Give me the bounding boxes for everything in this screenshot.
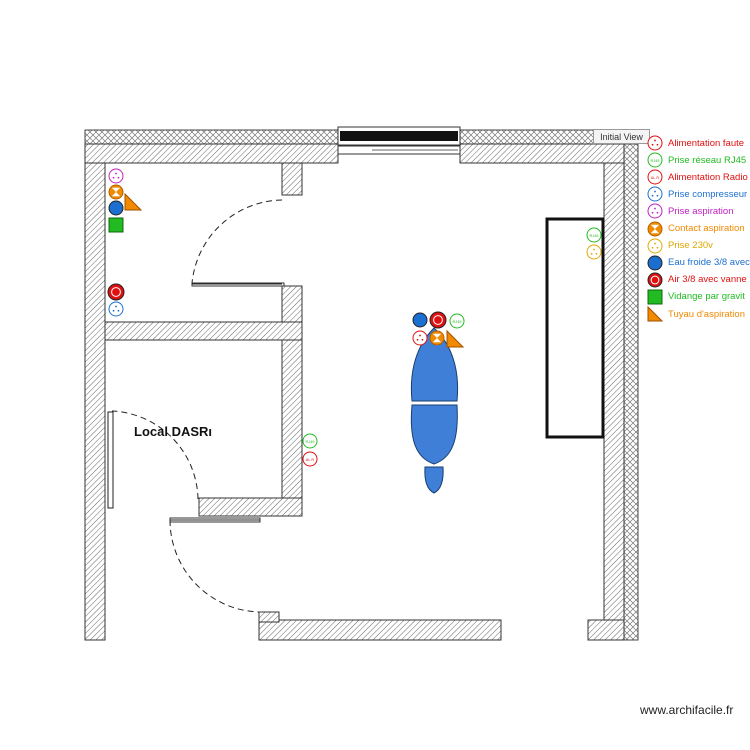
rj45-symbol: RJ45 [449,313,465,329]
rj45-symbol: RJ45 [302,433,318,449]
air-valve-icon [647,272,663,288]
contact-symbol [429,330,445,346]
cold-water-symbol [412,312,428,328]
legend-label: Alimentation Radio [668,171,748,183]
legend-label: Contact aspiration [668,223,745,234]
radio-outlet-symbol [412,330,428,346]
legend-item: Prise aspiration [646,203,733,219]
radio-outlet-symbol: AL R [302,451,318,467]
outlet-symbol [108,168,124,184]
room-label: Local DASRı [134,424,213,439]
230v-outlet-icon [647,238,663,254]
door-leaves [107,283,282,521]
svg-text:RJ45: RJ45 [453,320,462,324]
suction-pipe-symbol [446,329,465,348]
radio-outlet-icon: AL R [647,169,663,185]
cold-water-symbol [108,200,124,216]
drain-symbol [108,217,124,233]
legend-item: Prise 230v [646,238,713,254]
initial-view-tab[interactable]: Initial View [593,129,650,144]
gravity-drain-icon [647,289,663,305]
svg-text:RJ45: RJ45 [306,440,315,444]
rj45-outlet-icon: RJ45 [647,152,663,168]
legend-item: Air 3/8 avec vanne [646,272,747,288]
legend-label: Prise réseau RJ45 [668,154,747,166]
dental-chair [410,327,459,494]
compressor-outlet-icon [647,186,663,202]
svg-text:AL R: AL R [651,176,660,180]
rj45-symbol: RJ45 [586,227,602,243]
legend-item: Vidange par gravit [646,289,745,305]
230v-symbol [586,244,602,260]
svg-text:AL R: AL R [306,458,315,462]
legend-item: Eau froide 3/8 avec [646,255,750,271]
legend-label: Prise compresseur [668,188,748,200]
legend-label: Alimentation faute [668,137,745,149]
air-valve-symbol [429,311,447,329]
walls [84,143,625,641]
legend-label: Tuyau d'aspiration [668,308,745,320]
legend-label: Eau froide 3/8 avec [668,257,750,269]
window [337,126,461,155]
suction-pipe-symbol [124,192,143,211]
contact-symbol [108,184,124,200]
watermark: www.archifacile.fr [640,703,734,717]
legend-label: Prise 230v [668,240,713,252]
door-swings [111,199,283,613]
legend-item: Contact aspiration [646,221,745,237]
legend-item: Alimentation faute [646,135,744,151]
legend-item: AL R Alimentation Radio [646,169,748,185]
air-valve-symbol [107,283,125,301]
legend-item: Prise compresseur [646,186,747,202]
svg-text:RJ45: RJ45 [590,234,599,238]
svg-text:RJ45: RJ45 [651,159,660,163]
legend-label: Vidange par gravit [668,291,745,303]
suction-contact-icon [647,221,663,236]
legend-label: Prise aspiration [668,205,734,217]
legend-item: RJ45 Prise réseau RJ45 [646,152,746,168]
legend-item: Tuyau d'aspiration [646,305,745,322]
outlet-fauteuil-icon [647,135,663,151]
compressor-symbol [108,301,124,317]
legend-label: Air 3/8 avec vanne [668,274,747,286]
suction-outlet-icon [647,203,663,219]
cabinet [545,217,605,439]
cold-water-tap-icon [647,255,663,271]
suction-pipe-icon [647,305,664,322]
